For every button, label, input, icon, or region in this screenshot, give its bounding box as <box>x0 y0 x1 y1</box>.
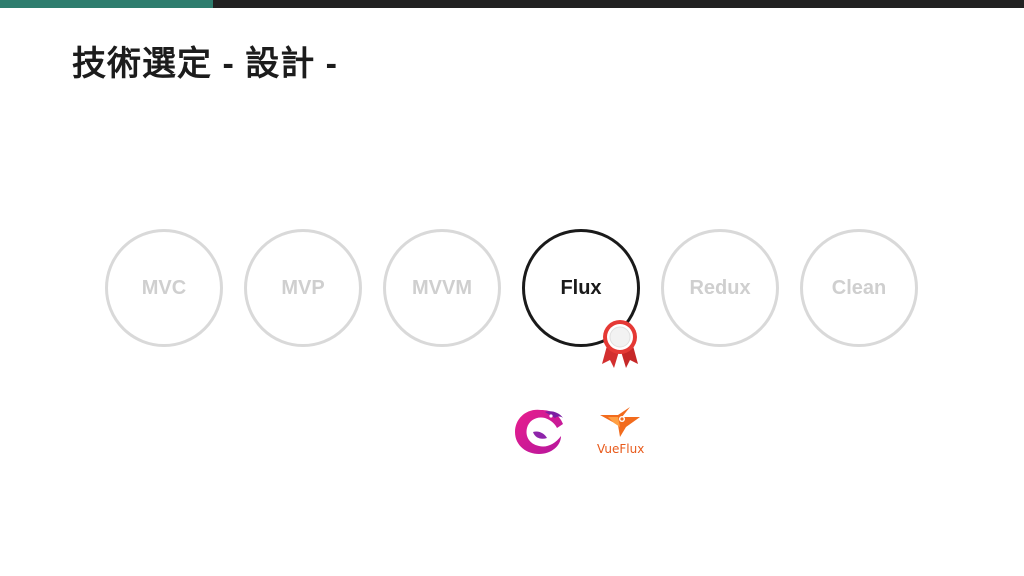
option-mvvm: MVVM <box>383 229 501 347</box>
option-label: MVC <box>141 276 187 299</box>
option-flux: Flux <box>522 229 640 347</box>
option-label: MVP <box>281 276 325 299</box>
option-label: Flux <box>560 276 602 299</box>
progress-accent <box>0 0 213 8</box>
option-label: Redux <box>689 276 751 299</box>
vueflux-logo-icon <box>600 407 640 437</box>
option-label: MVVM <box>412 276 472 299</box>
award-ribbon-icon <box>602 320 638 368</box>
vueflux-logo-text: VueFlux <box>597 442 645 456</box>
reactivex-logo-icon <box>515 409 563 454</box>
option-mvc: MVC <box>105 229 223 347</box>
option-label: Clean <box>831 276 887 299</box>
top-bar <box>0 0 1024 8</box>
option-redux: Redux <box>661 229 779 347</box>
option-mvp: MVP <box>244 229 362 347</box>
option-clean: Clean <box>800 229 918 347</box>
slide-title: 技術選定 - 設計 - <box>72 45 338 83</box>
